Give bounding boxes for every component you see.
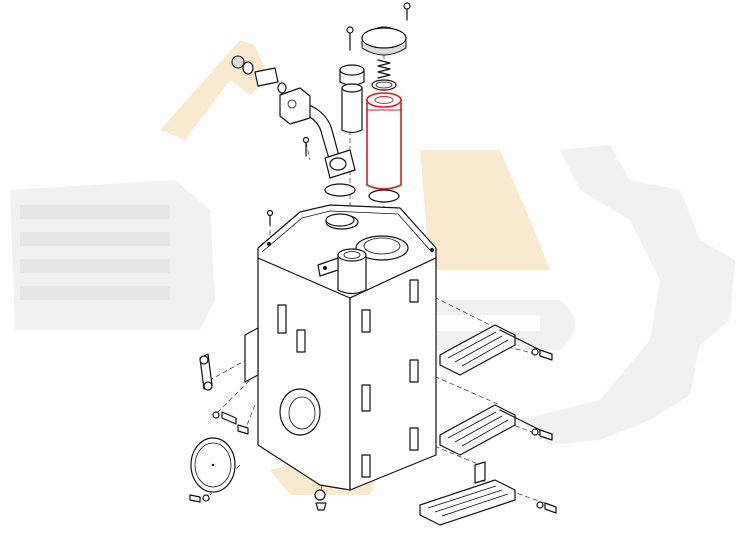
pipe-elbow-block xyxy=(279,87,311,125)
o-ring xyxy=(324,183,356,197)
o-ring xyxy=(325,213,355,227)
strainer-assembly xyxy=(339,26,365,134)
left-side-parts xyxy=(189,209,274,503)
tank-bracket xyxy=(296,329,306,353)
o-ring xyxy=(277,82,287,94)
cap-spring xyxy=(377,59,391,79)
mounting-plate xyxy=(244,327,259,383)
tank-bracket xyxy=(409,279,419,303)
step-lower[interactable] xyxy=(419,461,557,526)
o-ring xyxy=(368,189,400,203)
filler-opening xyxy=(355,235,409,261)
drain-plug xyxy=(314,489,326,501)
washer xyxy=(212,411,220,419)
tank-front-face xyxy=(257,257,351,491)
o-ring xyxy=(242,61,254,75)
hydraulic-tank xyxy=(244,204,437,511)
watermark-truck xyxy=(10,180,215,330)
step-upper[interactable] xyxy=(439,324,553,376)
filter-element[interactable] xyxy=(366,92,402,190)
tank-bracket xyxy=(409,427,419,451)
tank-bracket xyxy=(277,304,287,334)
tank-bracket xyxy=(361,454,371,478)
watermark-gear xyxy=(520,145,735,445)
bolt xyxy=(189,494,201,503)
tank-bracket xyxy=(361,309,371,333)
strainer-body xyxy=(341,87,363,134)
hose-fitting xyxy=(254,67,279,87)
access-steps xyxy=(419,324,557,526)
bolt xyxy=(237,424,249,435)
step-middle[interactable] xyxy=(439,404,553,456)
tank-bracket xyxy=(409,359,419,383)
return-pipe xyxy=(231,55,356,227)
plug-fitting xyxy=(231,55,245,69)
inspection-port xyxy=(279,388,321,436)
bolt xyxy=(221,411,237,425)
suction-neck xyxy=(337,254,367,295)
tank-bracket xyxy=(361,384,371,412)
breather-cap-assembly xyxy=(361,2,411,203)
washer xyxy=(202,494,210,502)
